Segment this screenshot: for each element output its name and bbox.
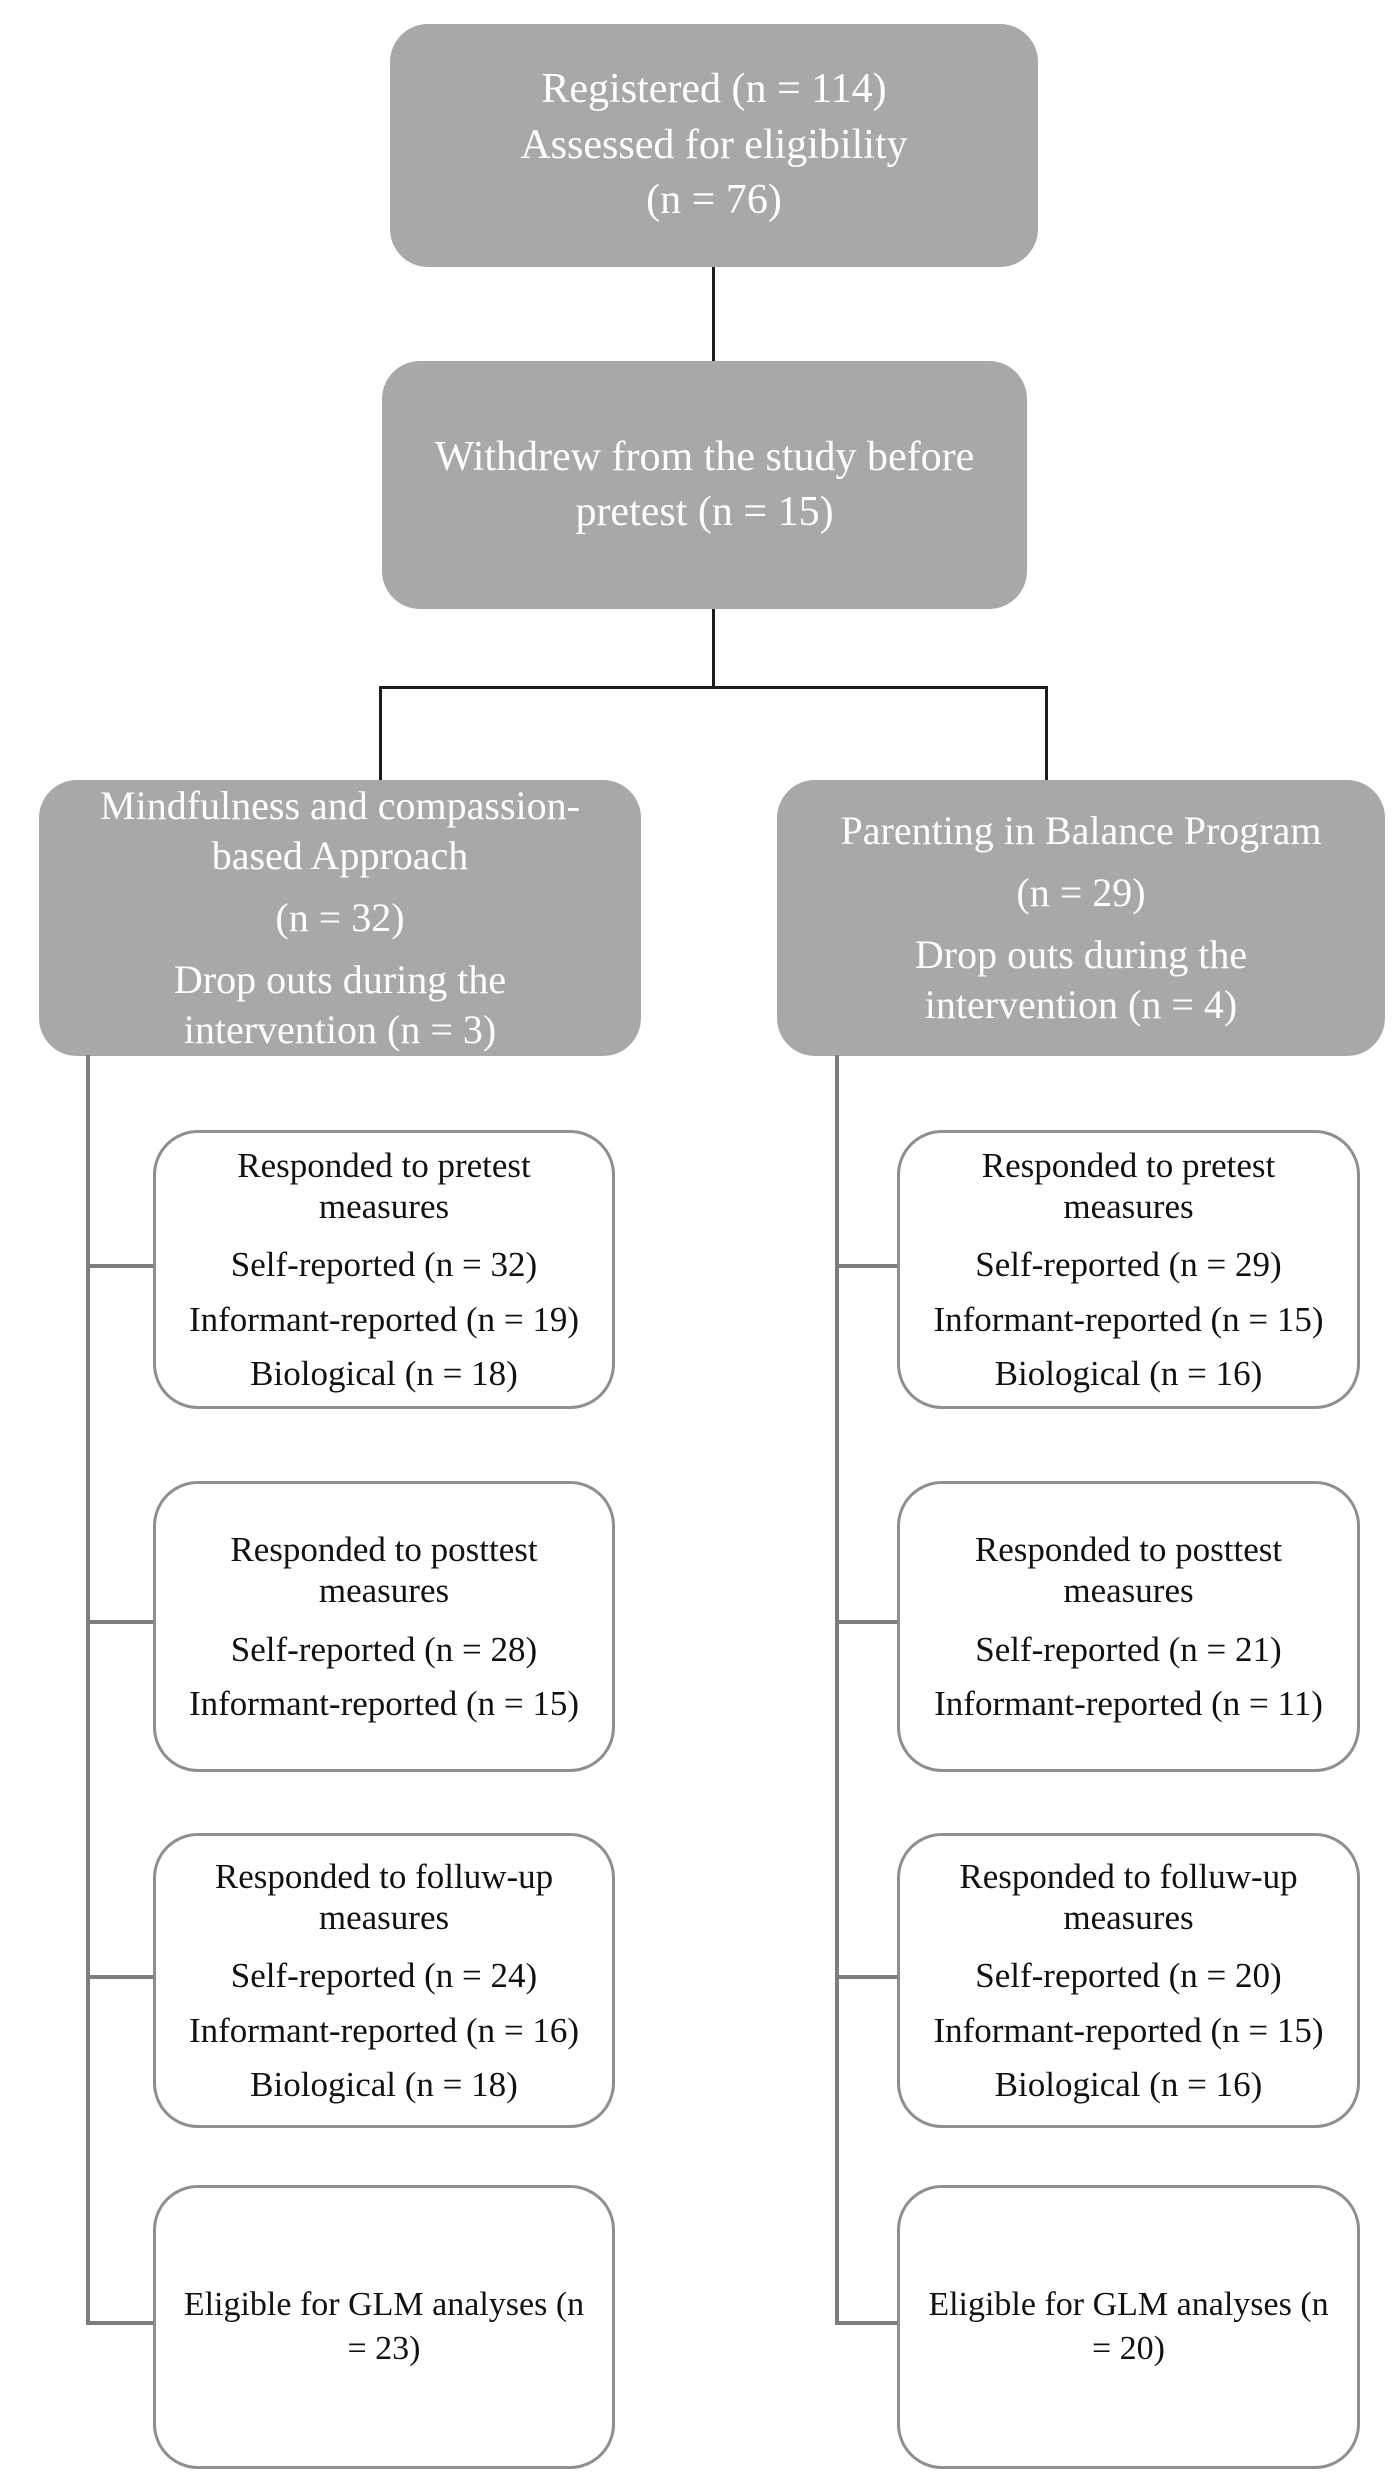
text-line: Responded to folluw-up	[959, 1856, 1298, 1896]
group-n: (n = 29)	[1016, 870, 1146, 915]
box-items: Self-reported (n = 29) Informant-reported…	[933, 1231, 1323, 1394]
text-line: Informant-reported (n = 11)	[934, 1683, 1323, 1723]
text-line: Informant-reported (n = 15)	[188, 1683, 579, 1723]
box-items: Self-reported (n = 21) Informant-reported…	[934, 1616, 1323, 1725]
text-line: Eligible for GLM analyses (n	[928, 2285, 1329, 2323]
text-line: pretest (n = 15)	[575, 489, 834, 535]
split-right-vertical-line	[1045, 686, 1048, 781]
glm-text: Eligible for GLM analyses (n = 23)	[184, 2283, 584, 2371]
box-left-glm: Eligible for GLM analyses (n = 23)	[153, 2185, 615, 2469]
text-line: Self-reported (n = 28)	[230, 1629, 538, 1669]
text-line: measures	[318, 1187, 450, 1227]
box-items: Self-reported (n = 24) Informant-reported…	[189, 1942, 579, 2105]
text-line: Responded to posttest	[230, 1529, 538, 1569]
group-dropouts: Drop outs during the intervention (n = 3)	[174, 955, 506, 1055]
text-line: Self-reported (n = 32)	[230, 1245, 538, 1285]
node-registered: Registered (n = 114) Assessed for eligibi…	[390, 24, 1038, 267]
connector-registered-to-withdrew	[712, 267, 715, 362]
text-line: measures	[1063, 1571, 1194, 1611]
text-line: measures	[318, 1898, 450, 1938]
stub-left-followup	[86, 1975, 156, 1979]
text-line: Informant-reported (n = 19)	[188, 1299, 579, 1339]
text-line: = 23)	[347, 2330, 421, 2367]
text-line: measures	[318, 1571, 450, 1611]
text-line: Responded to pretest	[981, 1145, 1276, 1185]
box-right-glm: Eligible for GLM analyses (n = 20)	[897, 2185, 1360, 2469]
text-line: Self-reported (n = 20)	[975, 1956, 1282, 1996]
stub-right-glm	[835, 2321, 900, 2325]
text-line: Biological (n = 16)	[994, 1353, 1263, 1393]
stub-left-glm	[86, 2321, 156, 2325]
connector-withdrew-to-split	[712, 609, 715, 687]
text-line: Informant-reported (n = 16)	[188, 2010, 579, 2050]
node-parenting-group: Parenting in Balance Program (n = 29) Dr…	[777, 780, 1385, 1056]
text-line: Parenting in Balance Program	[840, 808, 1322, 853]
text-line: Responded to posttest	[974, 1529, 1283, 1569]
stub-left-posttest	[86, 1620, 156, 1624]
text-line: measures	[1063, 1898, 1194, 1938]
box-items: Self-reported (n = 20) Informant-reported…	[933, 1942, 1323, 2105]
spine-left	[86, 1055, 90, 2325]
text-line: Registered (n = 114)	[541, 66, 887, 113]
text-line: Assessed for eligibility	[520, 121, 908, 168]
group-name: Parenting in Balance Program	[841, 806, 1322, 856]
group-name: Mindfulness and compassion-based Approac…	[100, 781, 580, 881]
group-n: (n = 32)	[275, 895, 405, 940]
text-line: Biological (n = 18)	[250, 2064, 518, 2104]
text-line: Withdrew from the study before	[434, 433, 975, 480]
text-line: Responded to folluw-up	[214, 1856, 554, 1896]
text-line: intervention (n = 4)	[924, 982, 1238, 1027]
stub-right-followup	[835, 1975, 900, 1979]
stub-right-pretest	[835, 1264, 900, 1268]
text-line: Biological (n = 16)	[994, 2064, 1263, 2104]
text-line: Self-reported (n = 29)	[975, 1245, 1282, 1285]
text-line: Self-reported (n = 21)	[975, 1629, 1282, 1669]
text-line: Drop outs during the	[173, 957, 507, 1002]
glm-text: Eligible for GLM analyses (n = 20)	[928, 2283, 1328, 2371]
text-line: Informant-reported (n = 15)	[933, 2010, 1324, 2050]
node-withdrew: Withdrew from the study before pretest (n…	[382, 361, 1027, 609]
text-line: (n = 76)	[646, 177, 782, 224]
stub-left-pretest	[86, 1264, 156, 1268]
box-items: Self-reported (n = 32) Informant-reported…	[189, 1231, 579, 1394]
text-line: Biological (n = 18)	[250, 1353, 518, 1393]
text-line: Mindfulness and compassion-	[100, 783, 580, 828]
text-line: Responded to pretest	[237, 1145, 531, 1185]
text-line: = 20)	[1091, 2330, 1165, 2367]
spine-right	[835, 1055, 839, 2325]
stub-right-posttest	[835, 1620, 900, 1624]
box-items: Self-reported (n = 28) Informant-reported…	[189, 1616, 579, 1725]
text-line: Informant-reported (n = 15)	[933, 1299, 1324, 1339]
split-left-vertical-line	[379, 686, 382, 781]
text-line: measures	[1063, 1187, 1194, 1227]
text-line: intervention (n = 3)	[183, 1007, 497, 1052]
text-line: based Approach	[211, 833, 469, 878]
node-mindfulness-group: Mindfulness and compassion-based Approac…	[39, 780, 641, 1056]
text-line: Self-reported (n = 24)	[230, 1956, 538, 1996]
group-dropouts: Drop outs during the intervention (n = 4)	[915, 930, 1247, 1030]
text-line: Eligible for GLM analyses (n	[183, 2285, 585, 2323]
text-line: Drop outs during the	[914, 932, 1248, 977]
split-horizontal-line	[379, 686, 1048, 689]
